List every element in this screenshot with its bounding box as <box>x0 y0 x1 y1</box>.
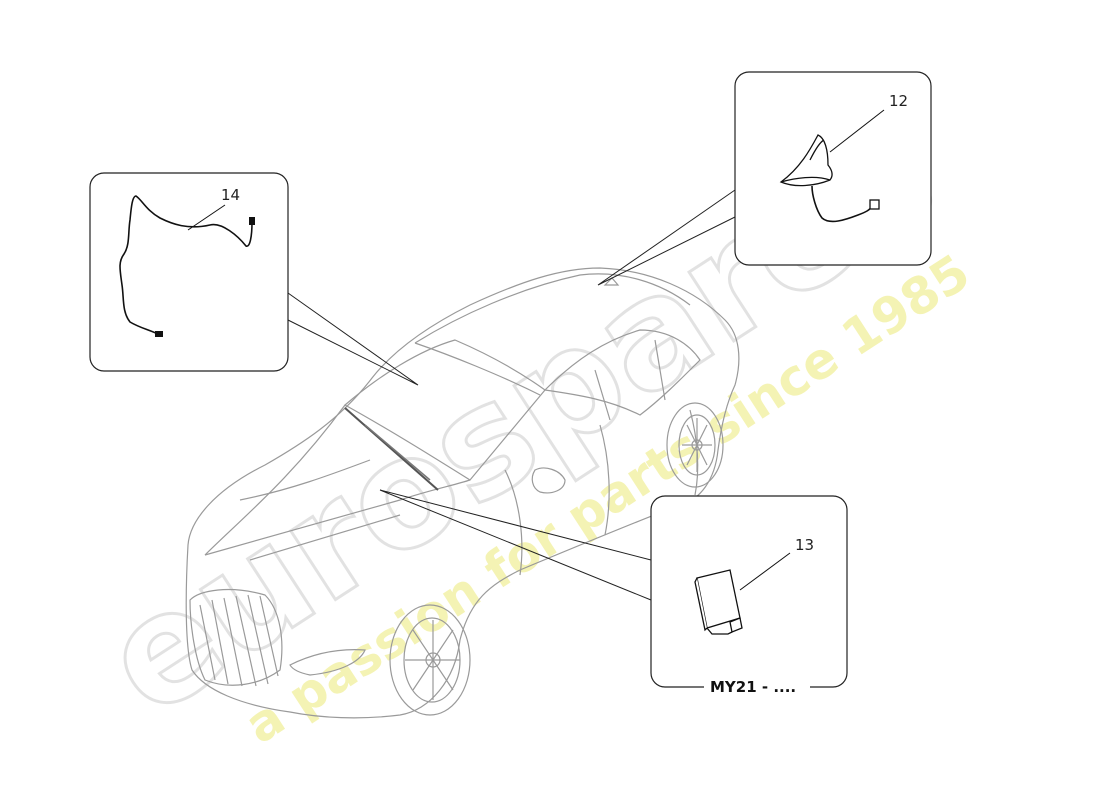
connector-14b-icon <box>249 217 255 225</box>
leader-line-13 <box>379 489 652 601</box>
shark-fin-antenna-icon <box>779 134 833 187</box>
leader-line-14 <box>287 292 419 386</box>
antenna-connector-icon <box>869 199 880 210</box>
detail-box-12-frame <box>734 71 932 266</box>
harness-14-icon <box>119 195 253 336</box>
detail-box-13-frame <box>650 495 848 688</box>
detail-box-13: 13 MY21 - .... <box>379 489 848 697</box>
car-drawing <box>185 267 740 719</box>
callout-14: 14 <box>221 186 240 204</box>
leader-13 <box>739 552 791 591</box>
connector-14a-icon <box>155 331 163 337</box>
detail-box-14-frame <box>89 172 289 372</box>
detail-box-12: 12 <box>597 71 932 286</box>
control-module-icon <box>694 569 743 635</box>
callout-12: 12 <box>889 92 908 110</box>
box-13-caption: MY21 - .... <box>710 678 796 696</box>
callout-13: 13 <box>795 536 814 554</box>
leader-14 <box>187 204 226 231</box>
detail-box-14: 14 <box>89 172 419 386</box>
antenna-cable-icon <box>811 185 873 223</box>
leader-line-12 <box>597 189 736 286</box>
caption-gap <box>704 677 810 697</box>
leader-12 <box>829 109 885 153</box>
